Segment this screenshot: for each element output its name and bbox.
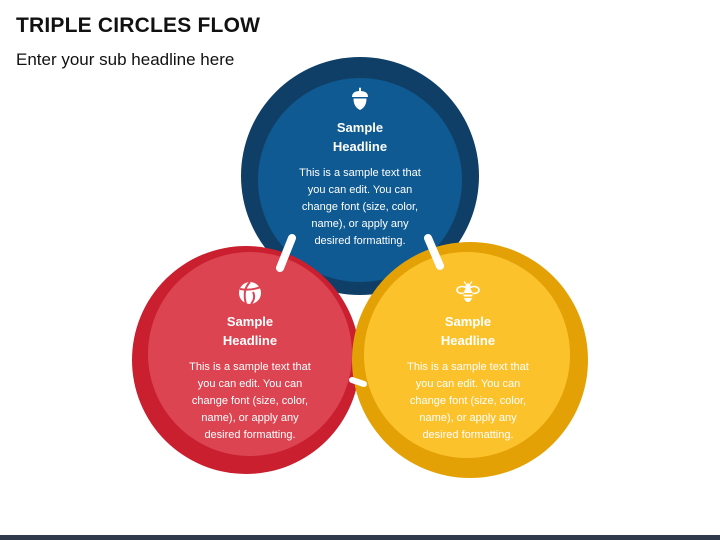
- circle-top-content: Sample Headline This is a sample text th…: [280, 86, 440, 250]
- circle-top-headline: Sample Headline: [332, 120, 388, 154]
- page-subtitle: Enter your sub headline here: [16, 50, 235, 69]
- circle-left-body: This is a sample text that you can edit.…: [189, 361, 311, 441]
- circle-left: [132, 246, 360, 474]
- bottom-bar: [0, 535, 720, 540]
- circle-left-content: Sample Headline This is a sample text th…: [170, 280, 330, 444]
- beach-ball-icon: [239, 281, 262, 305]
- circle-right-headline: Sample Headline: [440, 314, 496, 348]
- circle-top: [241, 57, 479, 295]
- circle-right: [352, 242, 588, 478]
- circle-right-content: Sample Headline This is a sample text th…: [388, 280, 548, 444]
- acorn-icon: [352, 87, 368, 110]
- circle-left-headline: Sample Headline: [222, 314, 278, 348]
- bee-icon: [456, 281, 480, 302]
- page-title: TRIPLE CIRCLES FLOW: [16, 14, 261, 37]
- circle-right-body: This is a sample text that you can edit.…: [407, 361, 529, 441]
- circle-top-body: This is a sample text that you can edit.…: [299, 167, 421, 247]
